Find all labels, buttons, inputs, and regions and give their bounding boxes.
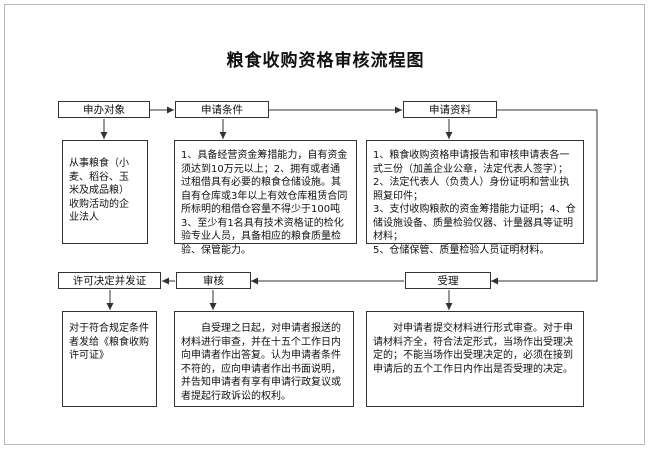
license-box: 对于符合规定条件者发给《粮食收购许可证》 (62, 311, 157, 407)
diagram-frame (4, 4, 645, 445)
applicant-label: 申办对象 (58, 101, 150, 118)
applicant-box: 从事粮食（小 麦、稻谷、玉 米及成品粮） 收购活动的企 业法人 (62, 140, 148, 244)
arrow-materials-to-acceptance (491, 109, 598, 285)
review-box: 自受理之日起，对申请者报送的材料进行审查，并在十五个工作日内向申请者作出答复。认… (174, 311, 354, 407)
license-label: 许可决定并发证 (58, 272, 161, 289)
materials-box: 1、粮食收购资格申请报告和审核申请表各一式三份（加盖企业公章，法定代表人签字）；… (366, 140, 584, 256)
acceptance-box: 对申请者提交材料进行形式审查。对于申请材料齐全，符合法定形式，当场作出受理决定的… (366, 311, 584, 407)
conditions-label: 申请条件 (175, 101, 269, 118)
diagram-title: 粮食收购资格审核流程图 (226, 51, 425, 71)
conditions-box: 1、具备经营资金筹措能力，自有资金须达到10万元以上；2、拥有或者通过租借具有必… (174, 140, 357, 256)
review-label: 审核 (176, 272, 251, 289)
materials-label: 申请资料 (403, 101, 497, 118)
acceptance-label: 受理 (405, 272, 491, 289)
